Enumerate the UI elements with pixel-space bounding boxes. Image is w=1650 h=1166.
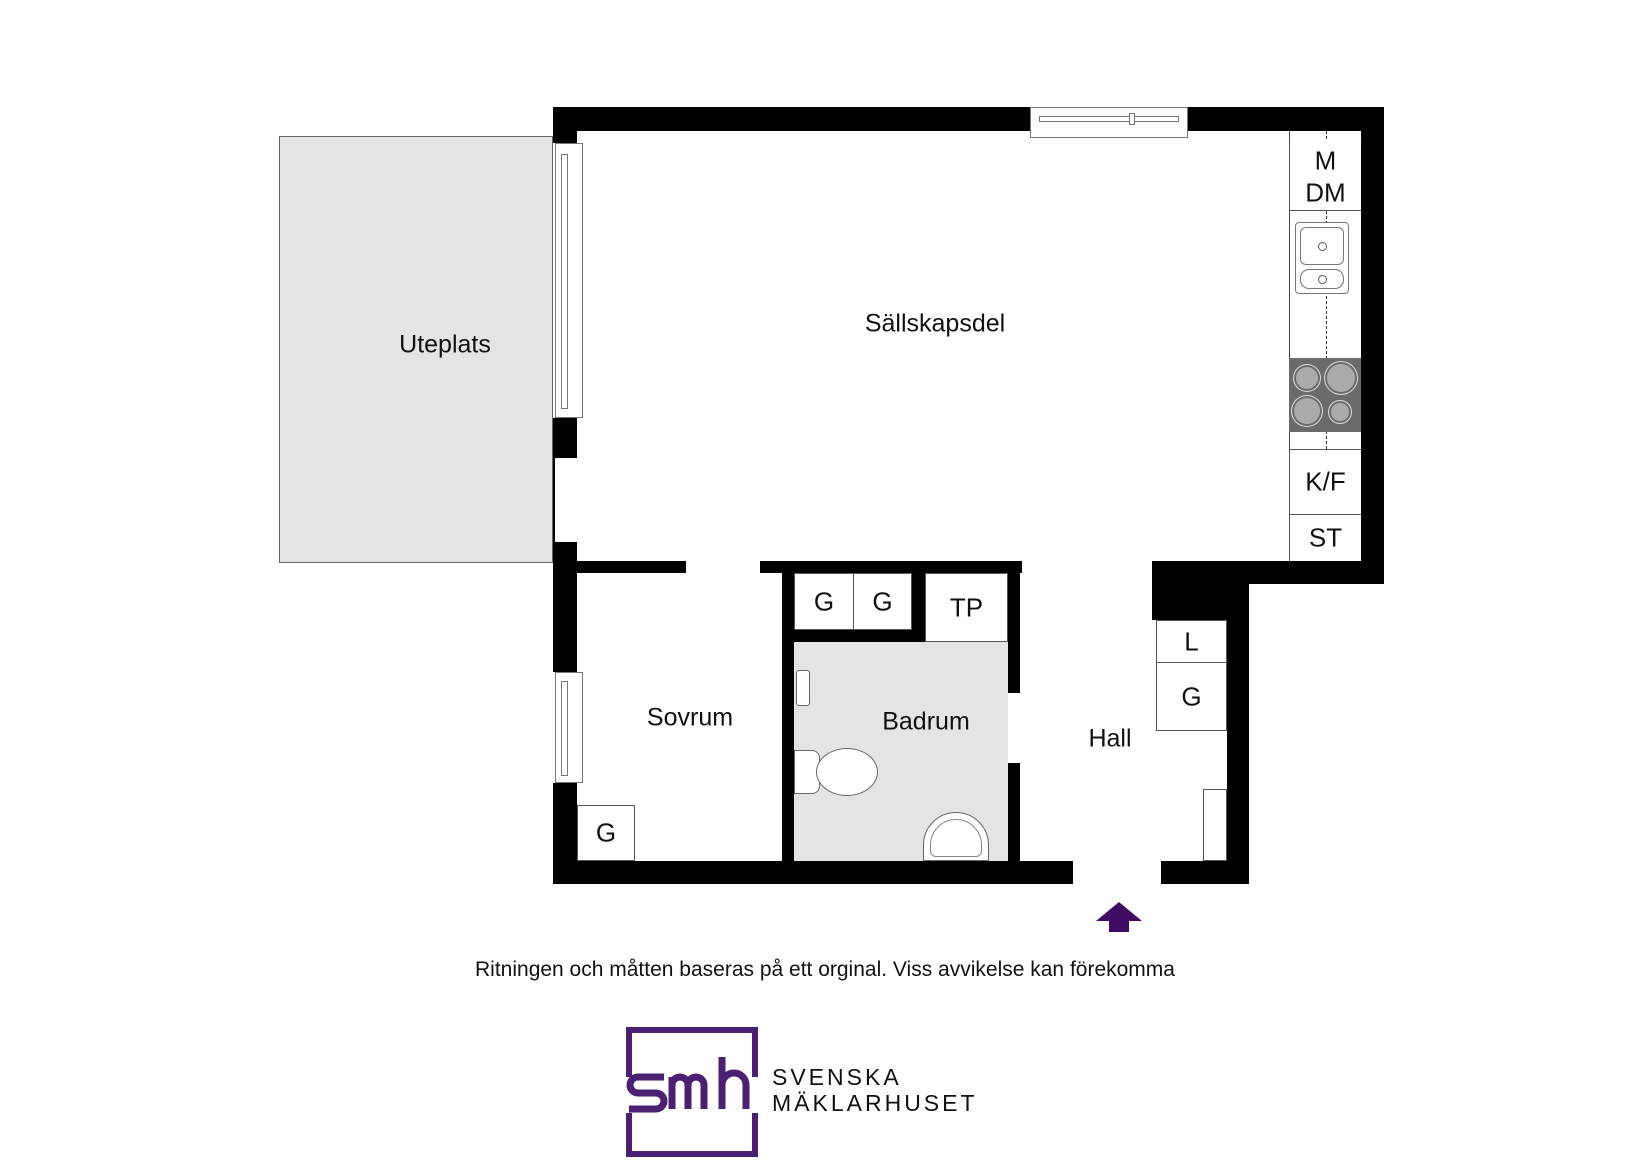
- wall-left-thin-line: [553, 458, 555, 542]
- wall-left-top: [553, 107, 577, 143]
- wall-bottom-right: [1161, 861, 1249, 884]
- wall-closet-bottom: [782, 630, 925, 642]
- room-label-hall: Hall: [1088, 724, 1132, 753]
- wall-hall-corner-block: [1152, 561, 1227, 620]
- logo-line-1: SVENSKA: [772, 1064, 902, 1090]
- room-label-sallskapsdel: Sällskapsdel: [864, 309, 1006, 338]
- hall-shelf: [1203, 789, 1227, 861]
- wall-right: [1361, 107, 1384, 584]
- shower-icon: [796, 670, 810, 706]
- closet-g-2: G: [853, 573, 912, 630]
- logo-line-2: MÄKLARHUSET: [772, 1090, 978, 1116]
- room-label-sovrum: Sovrum: [646, 703, 734, 732]
- window-patio-door: [555, 143, 583, 418]
- closet-sovrum-g: G: [577, 805, 635, 861]
- kitchen-unit-fridge-freezer: K/F: [1289, 449, 1361, 515]
- company-logo: SVENSKA MÄKLARHUSET: [626, 1027, 986, 1157]
- smh-logo-mark: [626, 1027, 758, 1157]
- wall-top: [553, 107, 1384, 131]
- closet-hall-g: G: [1156, 662, 1227, 731]
- room-label-uteplats: Uteplats: [399, 330, 491, 359]
- wall-sovrum-top-left: [553, 561, 686, 573]
- stove-icon: [1289, 358, 1361, 432]
- wall-hall-right: [1227, 561, 1249, 884]
- wall-badrum-right-bottom: [1008, 763, 1020, 861]
- closet-g-1: G: [794, 573, 854, 630]
- washbasin-icon: [923, 812, 989, 861]
- wall-sovrum-badrum: [782, 561, 794, 861]
- window-top: [1030, 107, 1188, 138]
- window-sovrum: [555, 672, 583, 783]
- wall-left-mid: [553, 418, 577, 458]
- room-label-badrum: Badrum: [882, 707, 970, 736]
- kitchen-unit-st: ST: [1289, 514, 1361, 561]
- disclaimer-text: Ritningen och måtten baseras på ett orgi…: [475, 958, 1175, 981]
- wall-badrum-right-top: [1008, 561, 1020, 693]
- kitchen-unit-microwave: M DM: [1289, 141, 1361, 211]
- wall-sovrum-top-right: [760, 561, 1022, 573]
- sink-icon: [1295, 222, 1349, 294]
- patio-area: [279, 136, 553, 563]
- toilet-icon: [794, 748, 879, 796]
- closet-tp: TP: [925, 573, 1008, 642]
- wall-bottom-left: [553, 861, 1073, 884]
- arrow-up-icon: [1096, 902, 1142, 932]
- wall-tp-left: [912, 561, 925, 642]
- closet-hall-l: L: [1156, 620, 1227, 663]
- floor-plan: Uteplats M DM: [279, 107, 1384, 932]
